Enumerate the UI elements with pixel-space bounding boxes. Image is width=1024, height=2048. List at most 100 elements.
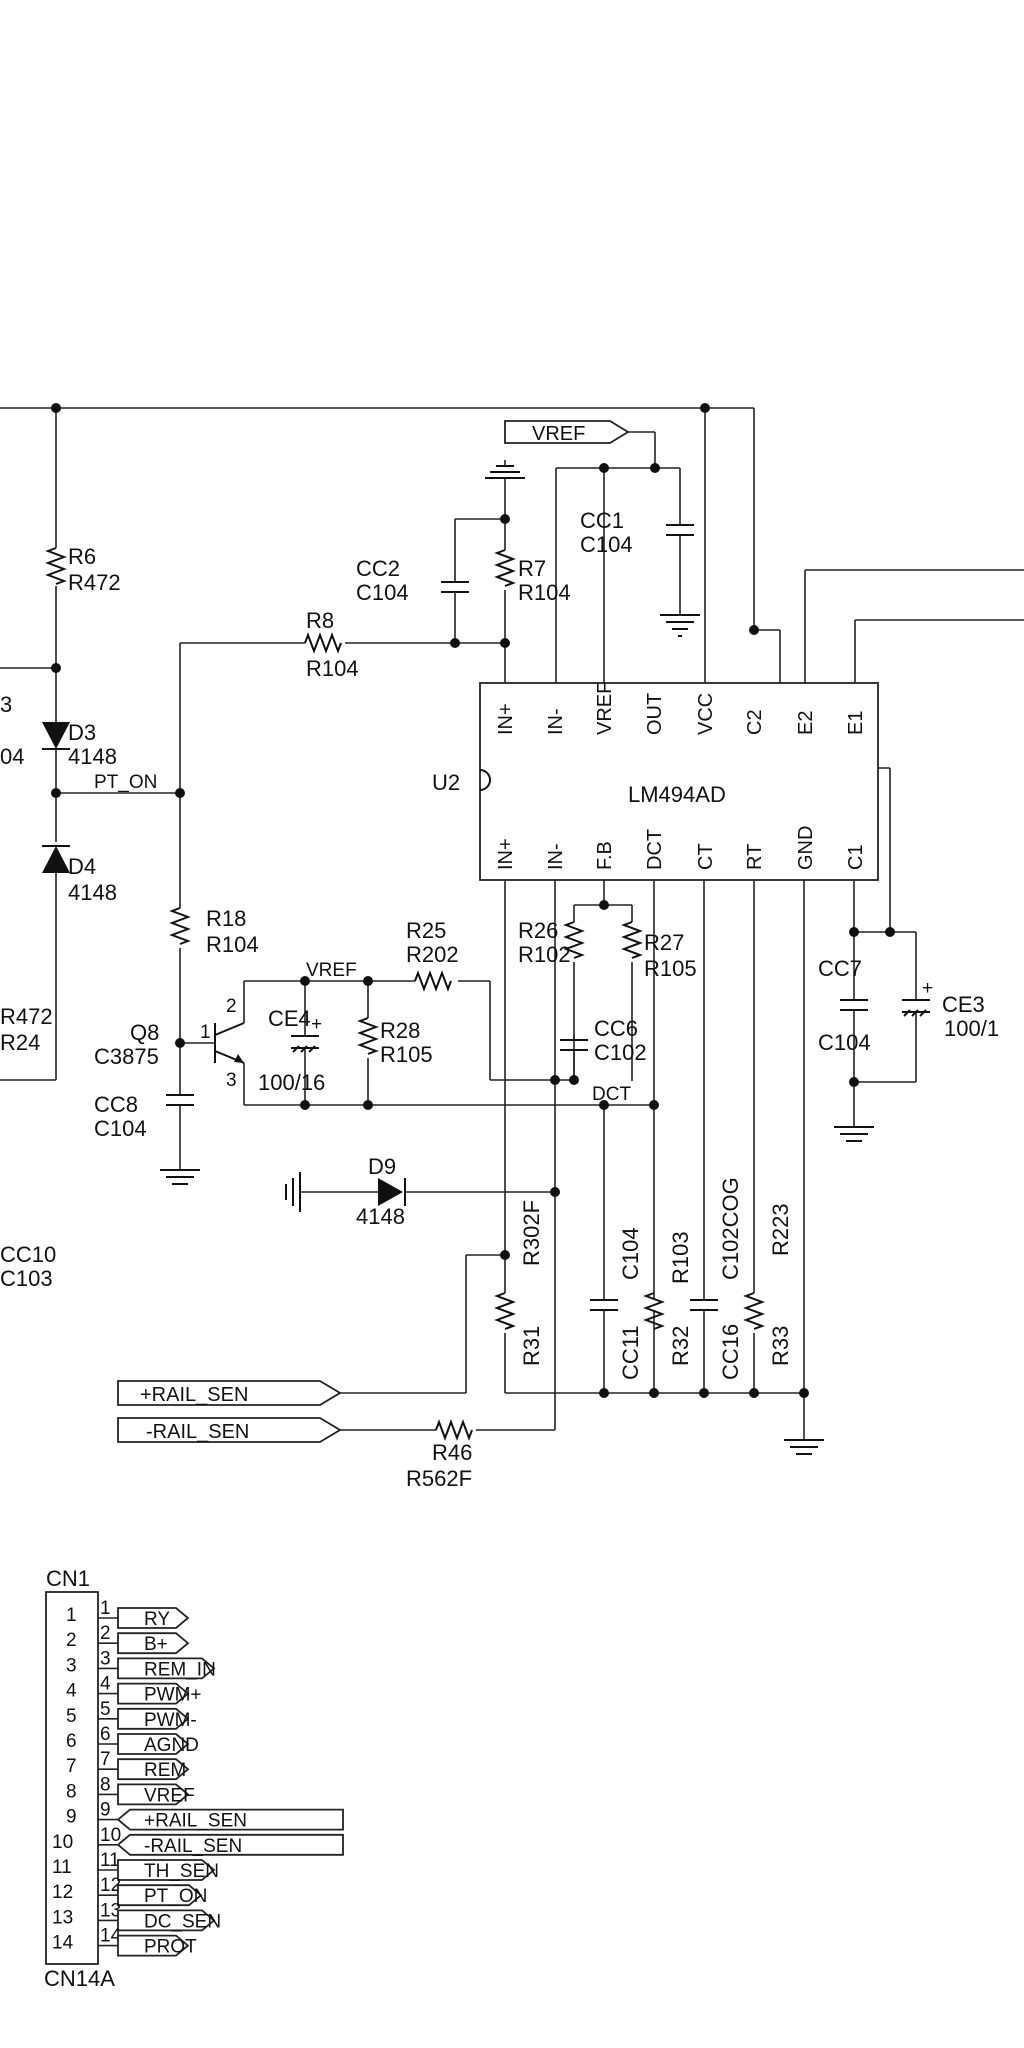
cn1-pin-number-right: 3 (100, 1648, 111, 1669)
cn1-pin-number-right: 2 (100, 1623, 111, 1644)
cc11-value: C104 (618, 1227, 643, 1280)
svg-text:3: 3 (0, 692, 12, 717)
u2-ic-body (479, 682, 879, 881)
cn1-pin-number-right: 14 (100, 1926, 122, 1947)
cn1-signal-label: DC_SEN (144, 1911, 221, 1932)
ic-bottom-pin-label: F.B (594, 841, 616, 870)
ce3-value: 100/1 (944, 1016, 999, 1041)
cc1-ref: CC1 (580, 508, 624, 533)
r25-value: R202 (406, 942, 459, 967)
q8-transistor (214, 1022, 245, 1064)
cn1-signal-label: REM (144, 1760, 186, 1781)
cn1-signal-label: PROT (144, 1937, 197, 1958)
cn1-signal-label: VREF (144, 1785, 195, 1806)
cc11-ref: CC11 (618, 1325, 643, 1380)
r26-value: R102 (518, 942, 571, 967)
ic-top-pin-label: OUT (644, 693, 666, 735)
r32-value: R103 (668, 1231, 693, 1284)
cn1-signal-label: B+ (144, 1634, 168, 1655)
cn1-pin-number-right: 13 (100, 1900, 121, 1921)
ce4-plus: + (311, 1014, 322, 1035)
cc16-value: C102COG (718, 1177, 743, 1280)
svg-text:3: 3 (226, 1070, 237, 1091)
cn1-signal-label: AGND (144, 1735, 199, 1756)
cn1-signal-label: TH_SEN (144, 1861, 219, 1882)
r25-ref: R25 (406, 918, 446, 943)
ic-top-pin-label: E1 (845, 711, 867, 735)
cn1-pin-number-right: 10 (100, 1825, 121, 1846)
cc16-ref: CC16 (718, 1324, 743, 1380)
cn1-pin-number: 6 (66, 1731, 77, 1752)
cc7-ref: CC7 (818, 956, 862, 981)
cn1-pin-number: 9 (66, 1807, 77, 1828)
q8-value: C3875 (94, 1044, 159, 1069)
cn1-signal-flag (117, 1783, 190, 1806)
cn1-pin-number-right: 1 (100, 1598, 111, 1619)
cn1-pin-number: 1 (66, 1605, 77, 1626)
svg-text:R472: R472 (0, 1004, 53, 1029)
cn1-signal-label: REM_IN (144, 1659, 216, 1680)
svg-text:2: 2 (226, 996, 237, 1017)
junction-dots (51, 403, 895, 1398)
r33-ref: R33 (768, 1326, 793, 1366)
cn1-signal-flag (117, 1682, 190, 1705)
component-labels: R6 R472 D3 4148 D4 4148 R7 R104 CC2 C104… (68, 508, 999, 1491)
u2-notch (479, 769, 491, 791)
cn1-pin-number: 11 (52, 1857, 72, 1878)
cn1-body (45, 1591, 99, 1965)
ic-bottom-pin-label: RT (744, 844, 766, 870)
ground-symbols (160, 460, 874, 1455)
r28-ref: R28 (380, 1018, 420, 1043)
cn1-pin-number: 2 (66, 1630, 77, 1651)
svg-text:1: 1 (200, 1022, 211, 1043)
cn1-signal-label: PT_ON (144, 1886, 207, 1907)
r28-value: R105 (380, 1042, 433, 1067)
ce4-ref: CE4 (268, 1006, 311, 1031)
svg-text:R24: R24 (0, 1030, 40, 1055)
cc2-ref: CC2 (356, 556, 400, 581)
flag-rail-neg: -RAIL_SEN (117, 1417, 342, 1443)
cn1-pin-number-right: 7 (100, 1749, 111, 1770)
r31-value: R302F (519, 1200, 544, 1266)
d9-value: 4148 (356, 1204, 405, 1229)
ce4-value: 100/16 (258, 1070, 325, 1095)
cn1-signal-label: +RAIL_SEN (144, 1811, 247, 1832)
d4-ref: D4 (68, 854, 96, 879)
cn1-signal-label: -RAIL_SEN (144, 1836, 242, 1857)
left-edge-partial-labels: 3 04 R472 R24 CC10 C103 (0, 692, 56, 1291)
cc6-ref: CC6 (594, 1016, 638, 1041)
d9-ref: D9 (368, 1154, 396, 1179)
cn1-pin-number: 13 (52, 1907, 73, 1928)
cn1-part: CN14A (44, 1966, 115, 1991)
ic-bottom-pin-label: DCT (644, 829, 666, 870)
ic-top-pin-label: E2 (795, 711, 817, 735)
cn1-signal-flag (117, 1859, 216, 1881)
svg-text:-RAIL_SEN: -RAIL_SEN (146, 1421, 249, 1443)
cn1-ref: CN1 (46, 1566, 90, 1591)
ic-bottom-pin-label: GND (795, 826, 817, 870)
wires (0, 407, 1024, 1440)
diode-symbols (42, 722, 406, 1206)
r6-ref: R6 (68, 544, 96, 569)
r27-value: R105 (644, 956, 697, 981)
r18-ref: R18 (206, 906, 246, 931)
svg-text:VREF: VREF (532, 423, 585, 445)
cc8-value: C104 (94, 1116, 147, 1141)
cc1-value: C104 (580, 532, 633, 557)
d4-value: 4148 (68, 880, 117, 905)
ic-bottom-pin-label: IN+ (495, 838, 517, 870)
cn1-pin-number-right: 12 (100, 1875, 121, 1896)
cn1-pin-number: 5 (66, 1706, 77, 1727)
cn1-signal-flag (116, 1808, 344, 1831)
net-pt-on: PT_ON (94, 772, 157, 793)
